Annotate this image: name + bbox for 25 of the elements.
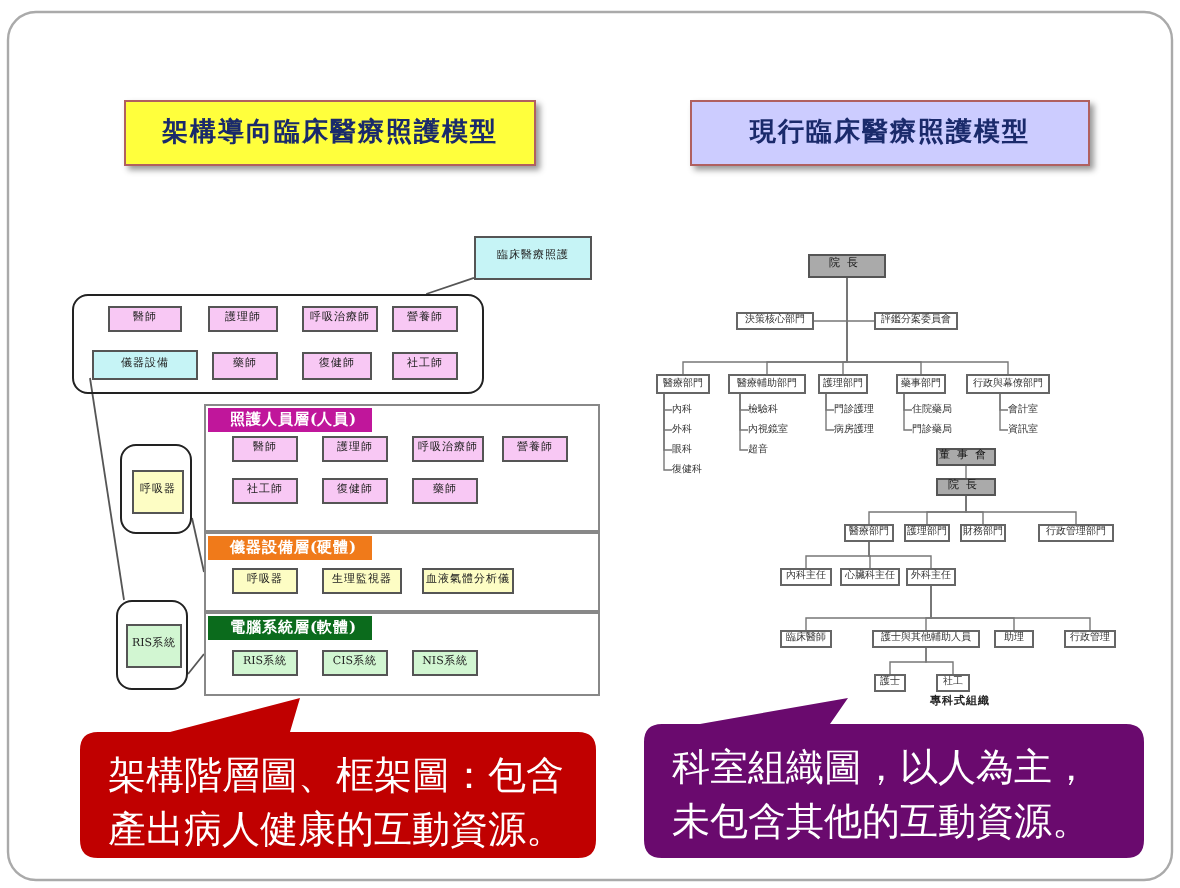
connector-line [965,465,967,479]
zoom-line [191,517,205,573]
connector-line [903,393,913,431]
zoom-line [425,277,475,295]
connector-line [846,277,1009,375]
connector-line [663,393,673,471]
connector-line [999,393,1009,431]
group-bracket [72,294,484,394]
connector-line [965,495,1077,525]
layer-panel [204,532,600,612]
group-bracket [116,600,188,690]
group-bracket [120,444,192,534]
title-box: 架構導向臨床醫療照護模型 [124,100,536,166]
layer-panel [204,612,600,696]
connector-line [825,393,835,431]
layer-panel [204,404,600,532]
speech-bubble [80,698,596,858]
connector-line [925,647,954,675]
speech-bubble [644,698,1144,858]
title-box: 現行臨床醫療照護模型 [690,100,1090,166]
callout-text: 科室組織圖，以人為主，未包含其他的互動資源。 [672,744,1092,848]
zoom-line [187,653,205,675]
connector-line [739,393,749,451]
callout-text: 架構階層圖、框架圖：包含產出病人健康的互動資源。 [108,752,566,856]
connector-line [868,541,932,569]
